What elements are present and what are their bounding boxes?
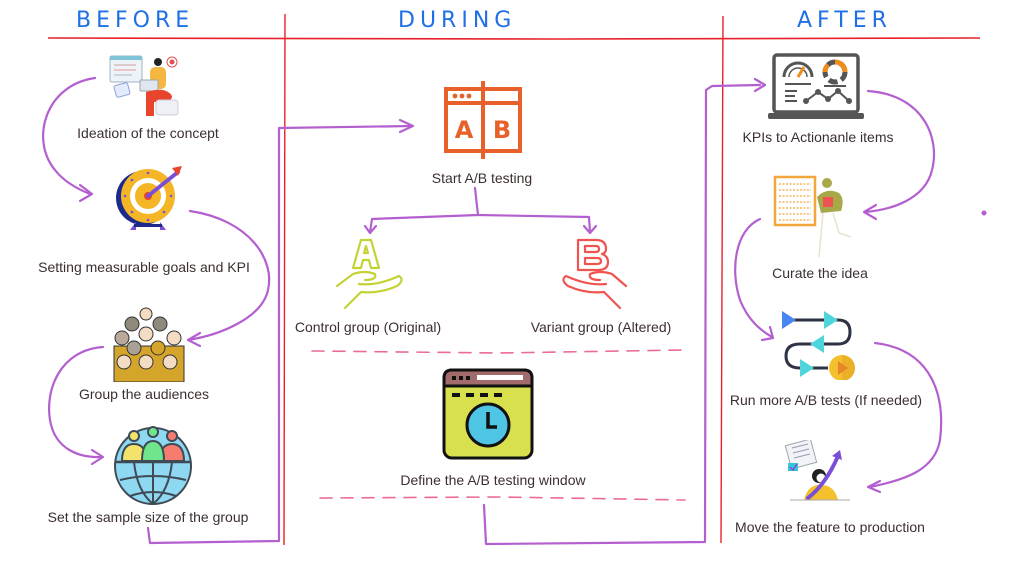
- flow-arrow-curate-to-run: [734, 217, 774, 339]
- step-label-run-more-tests: Run more A/B tests (If needed): [729, 392, 923, 408]
- arrowhead: [760, 325, 775, 342]
- flow-arrow-sample-to-during: [146, 124, 414, 545]
- hand-letter-a-icon: [335, 238, 403, 310]
- step-label-sample-size: Set the sample size of the group: [47, 509, 249, 525]
- arrowhead: [398, 118, 415, 134]
- dashboard-laptop-icon: [768, 53, 864, 119]
- svg-text:A: A: [455, 116, 474, 144]
- flow-arrow-audiences-to-sample: [48, 345, 105, 459]
- flow-path-icon: [782, 311, 855, 380]
- step-label-curate: Curate the idea: [772, 265, 868, 281]
- globe-group-icon: [114, 426, 192, 505]
- flow-arrow-ideation-to-goals: [42, 76, 97, 196]
- arrowhead: [582, 224, 598, 235]
- browser-clock-icon: [442, 368, 534, 460]
- arrowhead: [862, 203, 878, 221]
- ab-window-icon: A B: [444, 81, 522, 159]
- header-divider-line: [47, 37, 981, 40]
- step-label-control-group: Control group (Original): [294, 319, 442, 335]
- arrowhead: [78, 183, 94, 203]
- step-label-kpis-actionable: KPIs to Actionanle items: [742, 129, 894, 145]
- column-divider-during-after: [720, 15, 724, 544]
- stray-dot: [981, 210, 987, 216]
- flow-arrow-split: [368, 186, 480, 234]
- dashed-separator-top: [311, 349, 683, 354]
- step-label-ideation: Ideation of the concept: [77, 125, 219, 141]
- person-laptop-icon: [109, 55, 179, 116]
- svg-text:B: B: [493, 116, 511, 144]
- arrowhead: [186, 331, 202, 348]
- flow-arrow-during-to-after: [482, 83, 762, 546]
- arrowhead: [363, 224, 378, 235]
- hand-letter-b-icon: [562, 238, 628, 310]
- dashed-separator-bottom: [319, 496, 686, 501]
- arrowhead: [866, 479, 882, 494]
- flow-arrow-goals-to-audiences: [186, 209, 271, 342]
- phase-title-during: DURING: [398, 8, 517, 33]
- abacus-person-icon: [773, 175, 852, 258]
- column-divider-before-during: [283, 13, 286, 546]
- step-label-move-to-production: Move the feature to production: [735, 519, 925, 535]
- arrowhead: [90, 448, 105, 466]
- phase-title-before: BEFORE: [76, 8, 195, 33]
- flow-arrow-split-b: [476, 213, 592, 234]
- flow-arrow-run-to-production: [868, 341, 943, 489]
- arrowhead: [753, 77, 767, 93]
- step-label-testing-window: Define the A/B testing window: [400, 472, 586, 488]
- flow-arrow-kpis-to-curate: [863, 89, 936, 214]
- step-label-variant-group: Variant group (Altered): [530, 319, 672, 335]
- woman-growth-icon: [784, 440, 850, 501]
- step-label-audiences: Group the audiences: [79, 386, 209, 402]
- step-label-start-ab: Start A/B testing: [431, 170, 533, 186]
- phase-title-after: AFTER: [797, 8, 892, 33]
- target-arrow-icon: [116, 166, 182, 230]
- crowd-icon: [113, 307, 185, 382]
- step-label-goals: Setting measurable goals and KPI: [38, 259, 250, 275]
